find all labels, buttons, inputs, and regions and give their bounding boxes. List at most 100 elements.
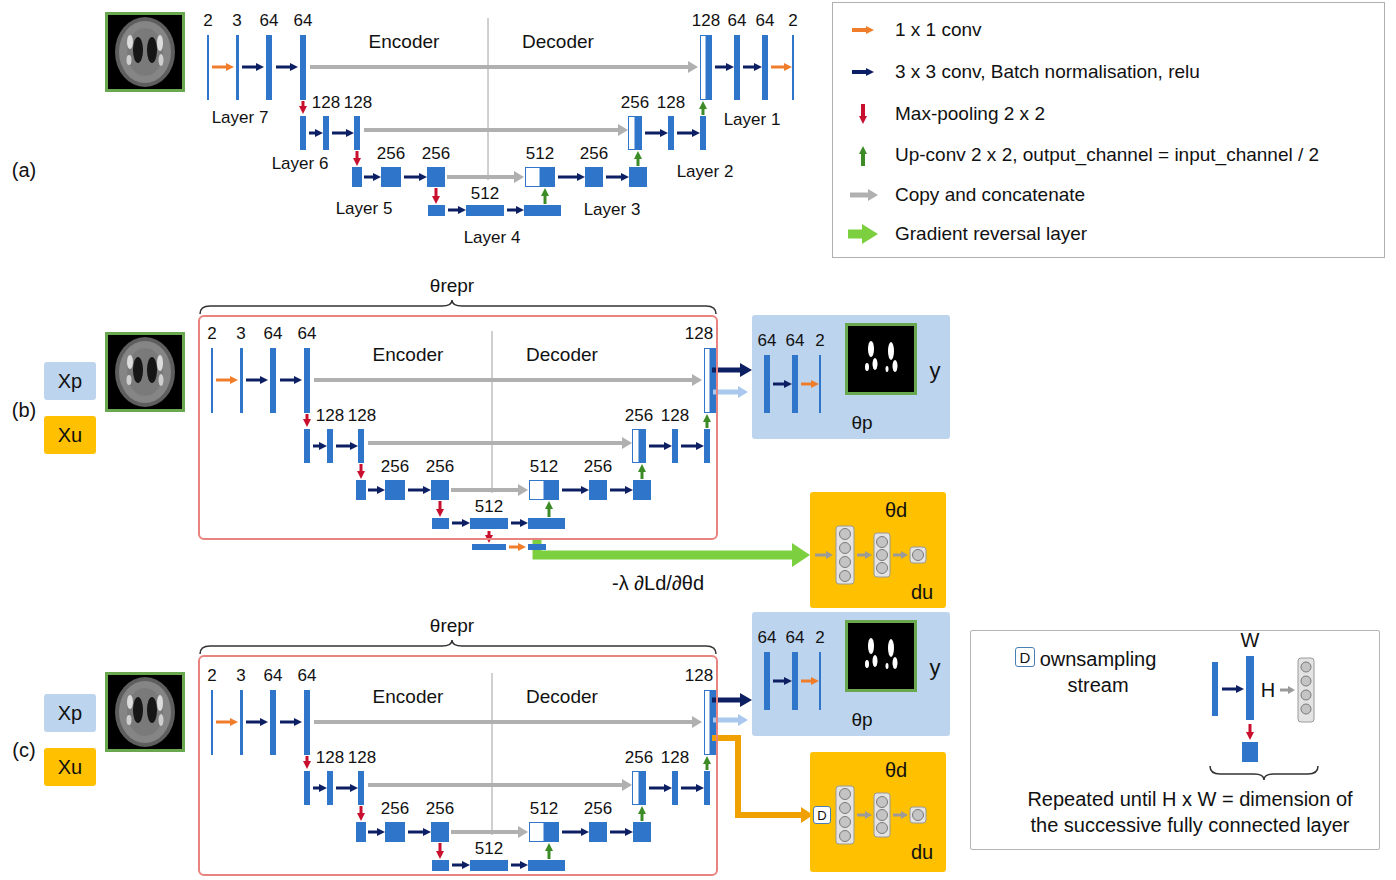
channel-number: 256	[377, 144, 405, 164]
node-heading: θrepr	[430, 615, 474, 637]
node-text: Xp	[58, 371, 82, 391]
node-text: 256	[381, 457, 409, 477]
node-text: 64	[786, 331, 805, 351]
layer-label: Layer 6	[272, 154, 329, 174]
discriminator-box: θddu	[810, 492, 946, 608]
note-box: ownsampling stream W H Repeated until H x W…	[970, 630, 1380, 850]
node-text: ownsampling stream	[1033, 646, 1163, 698]
channel-number: 128	[692, 11, 720, 31]
node-text: 64	[298, 324, 317, 344]
node-text: θp	[851, 412, 872, 434]
layer-label: Layer 3	[584, 200, 641, 220]
node-text: 2	[207, 666, 216, 686]
layer-label: Layer 7	[212, 108, 269, 128]
legend-text: Gradient reversal layer	[895, 223, 1087, 245]
representation-box: θrepr236464EncoderDecoder128128128256128…	[198, 315, 718, 540]
node-text: 2	[207, 324, 216, 344]
channel-number: 256	[580, 144, 608, 164]
node-text: 128	[685, 324, 713, 344]
downsampling-box: D	[1015, 647, 1035, 667]
channel-number: 128	[344, 93, 372, 113]
connector-arrow	[537, 540, 792, 555]
channel-number: 2	[788, 11, 797, 31]
channel-number: 512	[526, 144, 554, 164]
node-text: 128	[661, 406, 689, 426]
node-text: 128	[316, 406, 344, 426]
downsampling-box: D	[813, 806, 831, 824]
node-text: Xu	[58, 757, 82, 777]
discriminator-box: θd du D	[810, 752, 946, 872]
layer-label: Layer 4	[464, 228, 521, 248]
channel-number: 2	[203, 11, 212, 31]
legend-text: 1 x 1 conv	[895, 19, 982, 41]
node-text: 256	[625, 748, 653, 768]
node-text: W	[1241, 629, 1260, 652]
panel-letter: (b)	[12, 399, 36, 422]
node-text: 256	[584, 457, 612, 477]
channel-number: 128	[657, 93, 685, 113]
representation-box: θrepr236464EncoderDecoder128128128256128…	[198, 655, 718, 876]
node-text: H	[1261, 679, 1275, 702]
node-text: 512	[475, 497, 503, 517]
node-text: 128	[685, 666, 713, 686]
node-text: 256	[426, 799, 454, 819]
layer-label: Layer 1	[724, 110, 781, 130]
channel-number: 3	[232, 11, 241, 31]
section-label: Decoder	[522, 31, 594, 53]
channel-number: 256	[422, 144, 450, 164]
node-text: 2	[815, 331, 824, 351]
node-text: 3	[236, 324, 245, 344]
panel-letter: (c)	[12, 739, 35, 762]
channel-number: 64	[260, 11, 279, 31]
node-text: Xp	[58, 703, 82, 723]
channel-number: 64	[756, 11, 775, 31]
node-text: θp	[851, 709, 872, 731]
panel-letter: (a)	[12, 159, 36, 182]
node-text: 128	[348, 406, 376, 426]
connector-arrow	[718, 368, 740, 373]
node-text: D	[1020, 650, 1031, 665]
node-text: 256	[381, 799, 409, 819]
legend-text: Copy and concatenate	[895, 184, 1085, 206]
predictor-box: 64 64 2 y θp	[752, 612, 950, 736]
node-text: 512	[530, 457, 558, 477]
layer-label: Layer 5	[336, 199, 393, 219]
legend-text: Up-conv 2 x 2, output_channel = input_ch…	[895, 144, 1319, 166]
node-text: 128	[348, 748, 376, 768]
channel-number: 512	[471, 184, 499, 204]
node-text: Decoder	[526, 686, 598, 708]
node-text: Encoder	[373, 344, 444, 366]
node-text: 256	[584, 799, 612, 819]
node-text: y	[930, 358, 941, 383]
input-domain-box: Xp	[44, 694, 96, 732]
node-text: 64	[264, 666, 283, 686]
legend-text: 3 x 3 conv, Batch normalisation, relu	[895, 61, 1200, 83]
node-text: D	[817, 809, 826, 822]
input-domain-box: Xu	[44, 748, 96, 786]
node-text: 512	[530, 799, 558, 819]
channel-number: 64	[294, 11, 313, 31]
node-text: 256	[625, 406, 653, 426]
node-text: 64	[264, 324, 283, 344]
node-text: 256	[426, 457, 454, 477]
node-text: 64	[758, 628, 777, 648]
node-text: Repeated until H x W = dimension of the …	[1018, 786, 1363, 838]
connector-arrow	[718, 698, 740, 703]
node-text: 512	[475, 839, 503, 859]
layer-label: Layer 2	[677, 162, 734, 182]
node-text: du	[911, 841, 933, 864]
channel-number: 256	[621, 93, 649, 113]
node-text: y	[930, 655, 941, 680]
node-text: θd	[885, 499, 907, 522]
edge-label: -λ ∂Ld/∂θd	[609, 572, 707, 595]
connector-arrow	[718, 738, 801, 815]
legend-text: Max-pooling 2 x 2	[895, 103, 1045, 125]
node-text: θd	[885, 759, 907, 782]
input-domain-box: Xp	[44, 362, 96, 400]
node-text: 64	[786, 628, 805, 648]
node-text: 2	[815, 628, 824, 648]
